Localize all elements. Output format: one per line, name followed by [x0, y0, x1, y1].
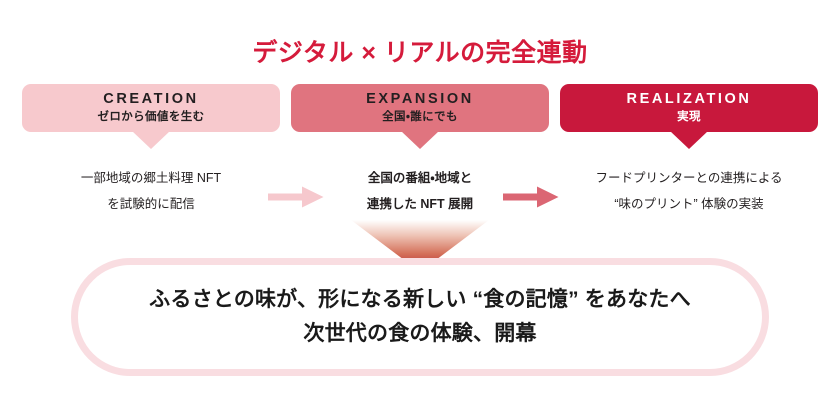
stage-banner-creation-subtitle: ゼロから価値を生む — [97, 110, 205, 123]
stage-banner-realization: REALIZATION 実現 — [560, 84, 818, 149]
triangle-notch-icon — [670, 131, 708, 149]
stage-banner-expansion-title: EXPANSION — [366, 91, 474, 108]
triangle-notch-icon — [132, 131, 170, 149]
stage-detail-expansion-line2: 連携した NFT 展開 — [366, 196, 474, 211]
triangle-notch-icon — [401, 131, 439, 149]
stage-detail-expansion: 全国の番組・地域と 連携した NFT 展開 — [291, 166, 549, 222]
stage-detail-expansion-line1: 全国の番組・地域と — [367, 171, 473, 185]
stage-banner-expansion: EXPANSION 全国・誰にでも — [291, 84, 549, 149]
page-title: デジタル × リアルの完全連動 — [252, 39, 588, 67]
stage-banner-expansion-subtitle: 全国・誰にでも — [382, 110, 458, 123]
stage-banner-creation: CREATION ゼロから価値を生む — [22, 84, 280, 149]
arrow-right-icon — [268, 186, 324, 208]
stage-detail-realization-line2: “味のプリント” 体験の実装 — [614, 196, 764, 211]
arrow-down-icon — [351, 220, 489, 272]
callout-banner: ふるさとの味が、形になる新しい “食の記憶” をあなたへ 次世代の食の体験、開幕 — [71, 258, 769, 376]
arrow-right-icon — [503, 186, 559, 208]
stage-detail-realization-line1: フードプリンターとの連携による — [595, 171, 783, 185]
callout-line-2: 次世代の食の体験、開幕 — [303, 322, 537, 345]
stage-detail-creation: 一部地域の郷土料理 NFT を試験的に配信 — [22, 166, 280, 222]
stage-banner-realization-title: REALIZATION — [626, 91, 752, 108]
callout-line-1: ふるさとの味が、形になる新しい “食の記憶” をあなたへ — [149, 287, 691, 311]
stage-banner-creation-title: CREATION — [103, 91, 199, 108]
stage-detail-realization: フードプリンターとの連携による “味のプリント” 体験の実装 — [560, 166, 818, 222]
stage-banner-row: CREATION ゼロから価値を生む EXPANSION 全国・誰にでも REA… — [22, 84, 818, 149]
stage-detail-row: 一部地域の郷土料理 NFT を試験的に配信 全国の番組・地域と 連携した NFT… — [22, 166, 818, 222]
stage-detail-creation-line2: を試験的に配信 — [107, 196, 195, 211]
stage-detail-creation-line1: 一部地域の郷土料理 NFT — [80, 171, 222, 185]
stage-banner-realization-subtitle: 実現 — [677, 110, 701, 123]
